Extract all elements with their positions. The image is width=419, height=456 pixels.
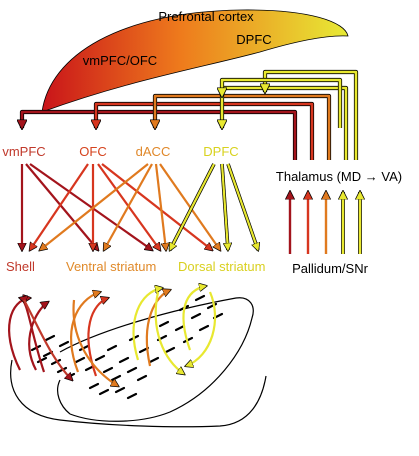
cortex-vmpfc-ofc-label: vmPFC/OFC	[83, 53, 157, 68]
loop-dacc	[155, 94, 331, 160]
projection-dpfc-dorsal	[220, 163, 228, 250]
projection-dacc-shell	[40, 163, 149, 250]
brain-outline	[10, 359, 267, 428]
loop-vmpfc	[22, 110, 297, 160]
striatal-loops	[8, 286, 217, 386]
prefrontal-cortex-shape	[41, 9, 349, 113]
cortex-title: Prefrontal cortex	[158, 9, 254, 24]
projection-dpfc-ventral	[170, 163, 215, 250]
region-label-dacc: dACC	[136, 144, 171, 159]
region-label-ofc: OFC	[79, 144, 106, 159]
projection-dacc-ventral-2	[154, 163, 166, 250]
thalamus-label: Thalamus (MD → VA)	[276, 169, 402, 184]
projection-vmpfc-ventral-2	[29, 163, 152, 250]
ventral-striatum-label: Ventral striatum	[66, 259, 156, 274]
shell-label: Shell	[6, 259, 35, 274]
projection-ofc-shell	[30, 163, 89, 250]
projection-dacc-ventral	[104, 163, 153, 250]
loop-dpfc	[222, 86, 348, 160]
corticostriatal-projections	[22, 163, 258, 250]
cortex-dpfc-label: DPFC	[236, 32, 271, 47]
thalamocortical-pathways	[22, 85, 349, 160]
striatum-section	[10, 297, 267, 428]
region-label-vmpfc: vmPFC	[2, 144, 45, 159]
loop-ofc	[96, 102, 314, 160]
cortico-thalamic-pathways	[222, 69, 359, 160]
projection-dpfc-dorsal-2	[226, 163, 258, 250]
region-label-dpfc: DPFC	[203, 144, 238, 159]
projection-ofc-dorsal	[101, 163, 212, 250]
dorsal-striatum-label: Dorsal striatum	[178, 259, 265, 274]
projection-vmpfc-ventral	[25, 163, 98, 250]
pallidum-label: Pallidum/SNr	[292, 261, 369, 276]
pallido-thalamic-arrows	[290, 192, 360, 254]
striatal-texture	[30, 294, 224, 400]
